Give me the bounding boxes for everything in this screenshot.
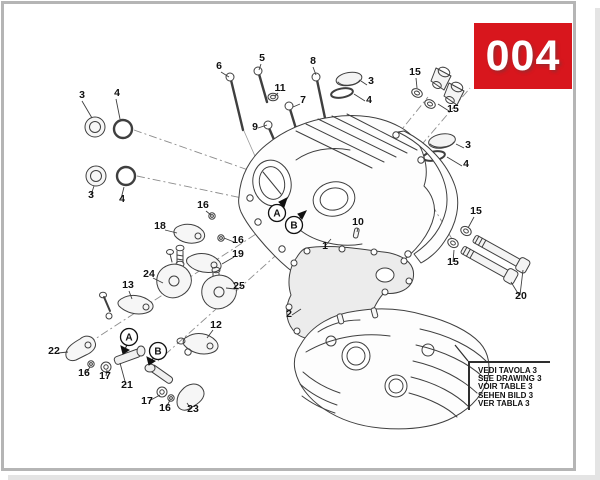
part-label-5: 5 xyxy=(259,52,265,64)
callout-letter-B: B xyxy=(154,347,161,358)
part-label-8: 8 xyxy=(310,55,316,67)
part-label-4: 4 xyxy=(114,87,120,99)
part-label-23: 23 xyxy=(187,403,199,415)
part-label-21: 21 xyxy=(121,379,133,391)
part-label-15: 15 xyxy=(409,66,421,78)
part-label-16: 16 xyxy=(197,199,209,211)
note-line: SEE DRAWING 3 xyxy=(478,374,542,384)
plate-number: 004 xyxy=(485,31,561,80)
part-label-25: 25 xyxy=(233,280,245,292)
scan-shadow-bottom xyxy=(8,475,600,480)
part-label-19: 19 xyxy=(232,248,244,260)
part-label-24: 24 xyxy=(143,268,155,280)
part-label-1: 1 xyxy=(322,240,328,252)
part-label-4: 4 xyxy=(463,158,469,170)
part-label-2: 2 xyxy=(286,308,292,320)
part-label-16: 16 xyxy=(159,402,171,414)
note-line: SEHEN BILD 3 xyxy=(478,390,534,400)
part-label-7: 7 xyxy=(300,94,306,106)
part-label-3: 3 xyxy=(368,75,374,87)
callout-letter-B: B xyxy=(290,221,297,232)
callout-circle-B xyxy=(148,341,168,361)
part-label-18: 18 xyxy=(154,220,166,232)
part-label-17: 17 xyxy=(141,395,153,407)
part-label-16: 16 xyxy=(232,234,244,246)
part-label-11: 11 xyxy=(274,82,285,94)
part-label-10: 10 xyxy=(352,216,364,228)
part-label-15: 15 xyxy=(470,205,482,217)
note-line: VEDI TAVOLA 3 xyxy=(478,366,537,375)
part-label-15: 15 xyxy=(447,256,459,268)
callout-letter-A: A xyxy=(125,333,132,344)
part-label-3: 3 xyxy=(79,89,85,101)
part-label-4: 4 xyxy=(366,94,372,106)
callout-circle-B xyxy=(284,215,304,235)
scan-shadow-right xyxy=(595,8,600,480)
part-label-15: 15 xyxy=(447,103,459,115)
engine-line-art xyxy=(65,66,531,430)
part-label-6: 6 xyxy=(216,60,222,72)
callout-letter-A: A xyxy=(273,209,280,220)
callout-circle-A xyxy=(267,203,287,223)
part-label-22: 22 xyxy=(48,345,60,357)
part-label-4: 4 xyxy=(119,193,125,205)
plate-border-frame xyxy=(1,1,576,471)
part-label-3: 3 xyxy=(88,189,94,201)
callout-circle-A xyxy=(119,327,139,347)
part-label-20: 20 xyxy=(515,290,527,302)
note-line: VER TABLA 3 xyxy=(478,398,530,408)
part-label-13: 13 xyxy=(122,279,134,291)
part-label-3: 3 xyxy=(465,139,471,151)
part-label-17: 17 xyxy=(99,370,111,382)
label-leader-lines xyxy=(57,63,524,410)
part-label-16: 16 xyxy=(78,367,90,379)
note-leader-line xyxy=(454,344,469,362)
note-line: VOIR TABLE 3 xyxy=(478,382,533,392)
plate-number-badge: 004 xyxy=(474,23,572,89)
part-label-9: 9 xyxy=(252,121,258,133)
part-label-12: 12 xyxy=(210,319,222,331)
